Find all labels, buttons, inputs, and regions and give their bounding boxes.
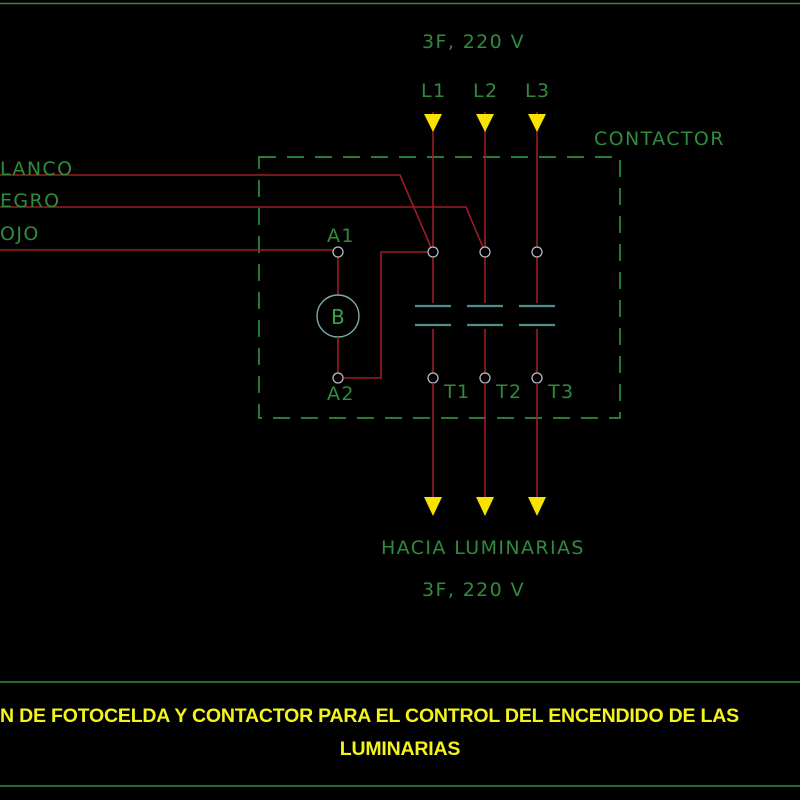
terminal-node-a2 [332,372,344,384]
terminal-label-a1: A1 [327,225,355,247]
terminal-node-l3 [531,246,543,258]
diagram-title-line-2: LUMINARIAS [340,738,461,760]
terminal-node-t3 [531,372,543,384]
coil-letter-b: B [331,305,345,329]
terminal-node-l1 [427,246,439,258]
contact-symbol-pole-1 [415,304,451,327]
photocell-wire-negro [0,206,486,253]
phase-label-l1: L1 [421,80,446,102]
contactor-enclosure-box [258,156,621,419]
load-voltage-label: 3F, 220 V [422,579,525,601]
contact-symbol-pole-2 [467,304,503,327]
wire-label-rojo: OJO [0,223,40,245]
contact-symbol-pole-3 [519,304,555,327]
terminal-label-a2: A2 [327,383,355,405]
photocell-wire-blanco [0,174,434,253]
phase-label-l2: L2 [473,80,498,102]
load-arrow-t2-icon [476,497,494,516]
load-arrow-t1-icon [424,497,442,516]
terminal-node-t1 [427,372,439,384]
terminal-label-t3: T3 [547,381,575,403]
supply-voltage-label: 3F, 220 V [422,31,525,53]
wire-label-negro: EGRO [0,190,61,212]
wire-label-blanco: LANCO [0,158,73,180]
supply-arrow-l2-icon [476,114,494,132]
terminal-node-l2 [479,246,491,258]
load-arrow-t3-icon [528,497,546,516]
terminal-node-t2 [479,372,491,384]
terminal-label-t1: T1 [443,381,471,403]
load-destination-label: HACIA LUMINARIAS [381,537,585,559]
terminal-node-a1 [332,246,344,258]
phase-label-l3: L3 [525,80,550,102]
supply-arrow-l3-icon [528,114,546,132]
coil-return-wire-a2-to-l1 [344,251,429,379]
diagram-title-line-1: N DE FOTOCELDA Y CONTACTOR PARA EL CONTR… [0,705,739,727]
terminal-label-t2: T2 [495,381,523,403]
contactor-label: CONTACTOR [594,128,725,150]
supply-arrow-l1-icon [424,114,442,132]
